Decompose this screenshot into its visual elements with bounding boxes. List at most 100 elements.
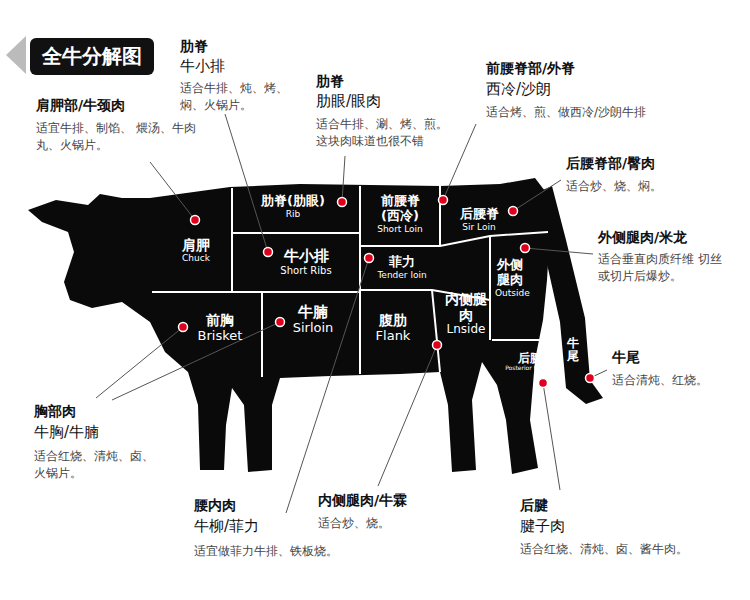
divider <box>232 232 360 234</box>
cut-dot <box>338 198 347 207</box>
leader-line <box>543 383 560 490</box>
callout-name: 牛小排 <box>180 57 225 76</box>
cut-region: 前腰脊 (西冷)Short Loin <box>370 194 430 234</box>
cut-name: 外侧腿肉 <box>495 258 525 288</box>
leader-line <box>225 114 268 252</box>
cut-name: 菲力 <box>372 255 432 270</box>
leader-line <box>513 180 561 211</box>
cut-name: 牛小排 <box>271 248 341 265</box>
callout-note: 适合红烧、清炖、卤、 火锅片。 <box>34 448 169 483</box>
cut-dot <box>439 196 448 205</box>
callout-note: 适合炒、烧。 <box>318 515 438 532</box>
cow-silhouette <box>28 178 550 474</box>
leader-line <box>112 322 280 400</box>
cut-name: 内侧腿肉 <box>445 291 487 323</box>
callout-name: 牛胸/牛腩 <box>34 423 99 442</box>
cut-region: 菲力Tender loin <box>372 255 432 280</box>
callout-note: 适合牛排、炖、烤、 焖、火锅片。 <box>180 80 298 115</box>
callout-note: 适合清炖、红烧。 <box>612 372 742 389</box>
cut-region: 牛腩Sirloin <box>287 304 339 336</box>
leader-lines <box>96 114 607 513</box>
cut-name-english: Sirloin <box>287 321 339 336</box>
cut-name: 后腱 <box>502 352 558 366</box>
cut-name-english: Lnside <box>445 323 487 337</box>
leader-line <box>286 258 369 513</box>
cut-region: 内侧腿肉Lnside <box>445 291 487 337</box>
leader-line <box>378 345 437 486</box>
cut-name-english: Rib <box>248 209 338 219</box>
callout-name: 西冷/沙朗 <box>486 80 551 99</box>
cut-name-english: Brisket <box>190 329 250 344</box>
cut-dot <box>191 216 200 225</box>
divider <box>231 188 233 292</box>
cut-name: 牛尾 <box>567 337 579 363</box>
callout-name: 肋眼/眼肉 <box>316 92 381 111</box>
cut-region: 肩胛Chuck <box>171 237 221 263</box>
cut-name-english: Tender loin <box>372 270 432 280</box>
cut-name-english: Short Loin <box>370 224 430 234</box>
callout-heading: 腰内肉 <box>194 497 236 515</box>
callout-heading: 后腰脊部/臀肉 <box>566 155 655 173</box>
cut-name-english: Posterior tendon <box>502 365 558 372</box>
cut-dot <box>276 318 285 327</box>
callout-note: 适合垂直肉质纤维 切丝或切片后爆炒。 <box>598 251 726 286</box>
callout-heading: 内侧腿肉/牛霖 <box>318 492 407 510</box>
divider <box>439 186 441 246</box>
cut-region: 前胸Brisket <box>190 312 250 343</box>
cut-name: 腹肋 <box>368 312 418 328</box>
callout-heading: 牛尾 <box>612 349 640 367</box>
cut-dots <box>179 196 595 388</box>
callout-name: 牛柳/菲力 <box>194 517 259 536</box>
cut-region: 外侧腿肉Outside <box>495 258 525 298</box>
cut-name-english: Chuck <box>171 253 221 263</box>
cut-region: 牛小排Short Ribs <box>271 248 341 277</box>
divider <box>360 232 548 246</box>
divider <box>432 290 440 372</box>
leader-line <box>443 124 476 200</box>
cut-dot <box>365 254 374 263</box>
cut-dot <box>433 341 442 350</box>
callout-heading: 外侧腿肉/米龙 <box>598 229 687 247</box>
cut-name: 肩胛 <box>171 237 221 253</box>
cut-name: 后腰脊 <box>449 207 509 222</box>
cut-region: 牛尾 <box>563 337 583 363</box>
diagram-title: 全牛分解图 <box>30 38 154 75</box>
divider <box>489 236 491 340</box>
divider <box>152 291 360 293</box>
cut-name: 肋脊(肋眼) <box>248 194 338 209</box>
callout-heading: 前腰脊部/外脊 <box>486 60 575 78</box>
callout-note: 适宜牛排、制馅、 煨汤、牛肉丸、火锅片。 <box>36 120 206 155</box>
callout-heading: 肋脊 <box>316 73 344 91</box>
leader-line <box>150 162 195 220</box>
callout-heading: 胸部肉 <box>34 403 76 421</box>
cut-region: 肋脊(肋眼)Rib <box>248 194 338 219</box>
cut-dot <box>539 379 548 388</box>
title-tab-arrow <box>6 36 26 74</box>
cut-name: 牛腩 <box>287 304 339 321</box>
cut-region: 腹肋Flank <box>368 312 418 343</box>
callout-name: 腱子肉 <box>520 517 565 536</box>
callout-note: 适合红烧、清炖、卤、酱牛肉。 <box>520 541 720 558</box>
cut-name-english: Flank <box>368 329 418 344</box>
cut-name-english: Sir Loin <box>449 222 509 232</box>
leader-line <box>342 156 345 202</box>
callout-heading: 肩胛部/牛颈肉 <box>36 97 125 115</box>
callout-heading: 肋脊 <box>180 38 208 56</box>
cut-dot <box>509 207 518 216</box>
cut-name: 前腰脊 (西冷) <box>370 194 430 224</box>
callout-note: 适合牛排、涮、烤、煎。 这块肉味道也很不错 <box>316 116 461 151</box>
callout-note: 适合炒、烧、焖。 <box>566 178 716 195</box>
cut-name: 前胸 <box>190 312 250 328</box>
cut-name-english: Outside <box>495 288 525 298</box>
divider <box>261 292 263 377</box>
cut-region: 后腱Posterior tendon <box>502 352 558 373</box>
cut-dot <box>179 323 188 332</box>
cut-dividers <box>152 186 548 377</box>
cut-dot <box>586 374 595 383</box>
divider <box>492 339 545 341</box>
callout-note: 适宜做菲力牛排、铁板烧。 <box>194 543 374 560</box>
cut-dot <box>264 248 273 257</box>
divider <box>359 186 361 374</box>
callout-note: 适合烤、煎、做西冷/沙朗牛排 <box>486 104 736 121</box>
leader-line <box>525 248 593 254</box>
